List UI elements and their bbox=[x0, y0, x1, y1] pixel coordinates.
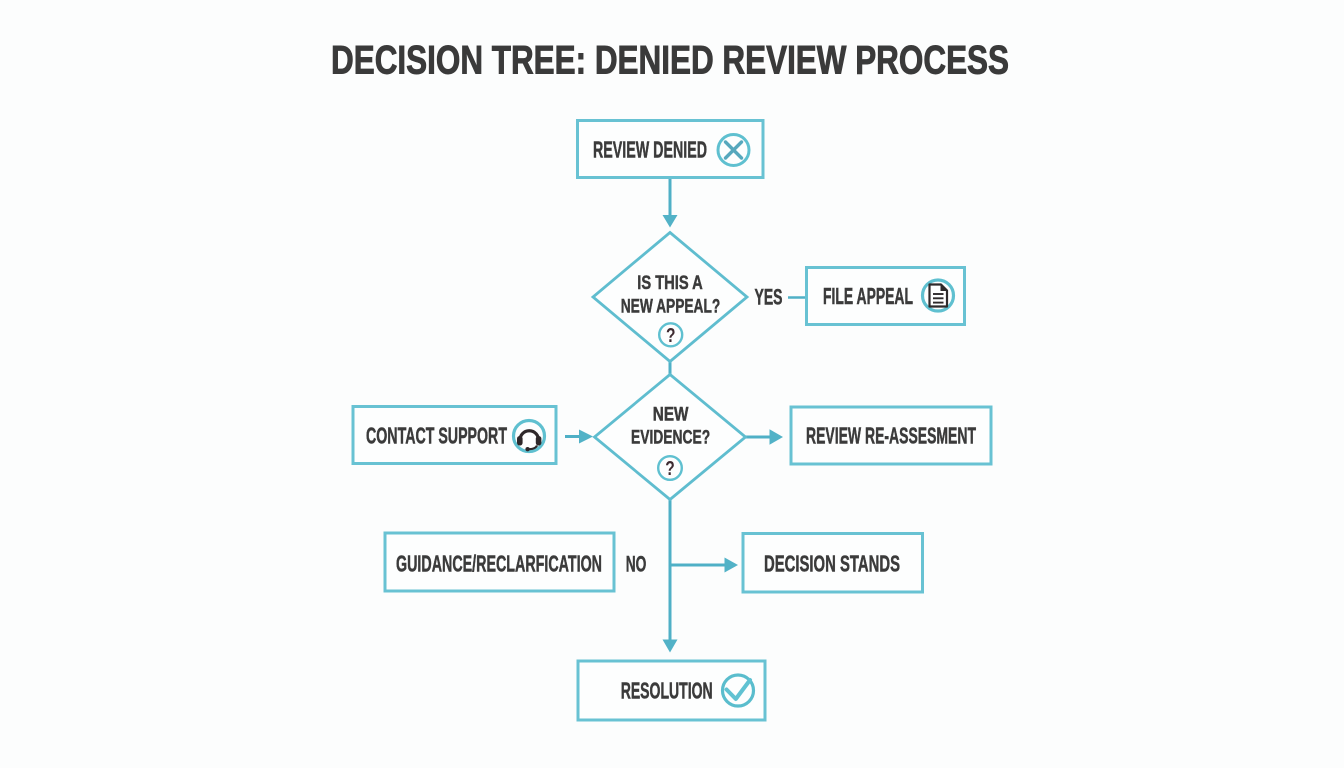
svg-text:GUIDANCE/RECLARFICATION: GUIDANCE/RECLARFICATION bbox=[396, 551, 602, 577]
svg-text:EVIDENCE?: EVIDENCE? bbox=[631, 426, 710, 448]
svg-text:FILE APPEAL: FILE APPEAL bbox=[823, 283, 913, 309]
svg-text:?: ? bbox=[665, 458, 675, 480]
svg-text:CONTACT SUPPORT: CONTACT SUPPORT bbox=[366, 423, 507, 449]
svg-text:NO: NO bbox=[626, 552, 647, 577]
svg-text:NEW: NEW bbox=[653, 404, 689, 426]
svg-text:DECISION TREE: DENIED REVIEW P: DECISION TREE: DENIED REVIEW PROCESS bbox=[331, 39, 1009, 83]
svg-text:?: ? bbox=[666, 325, 676, 347]
svg-text:NEW APPEAL?: NEW APPEAL? bbox=[621, 296, 721, 318]
svg-text:REVIEW DENIED: REVIEW DENIED bbox=[593, 137, 707, 163]
svg-text:RESOLUTION: RESOLUTION bbox=[621, 678, 713, 704]
svg-text:IS THIS A: IS THIS A bbox=[637, 272, 703, 294]
svg-text:YES: YES bbox=[755, 284, 783, 309]
svg-text:DECISION STANDS: DECISION STANDS bbox=[764, 551, 900, 577]
svg-text:REVIEW RE-ASSESMENT: REVIEW RE-ASSESMENT bbox=[806, 423, 976, 449]
